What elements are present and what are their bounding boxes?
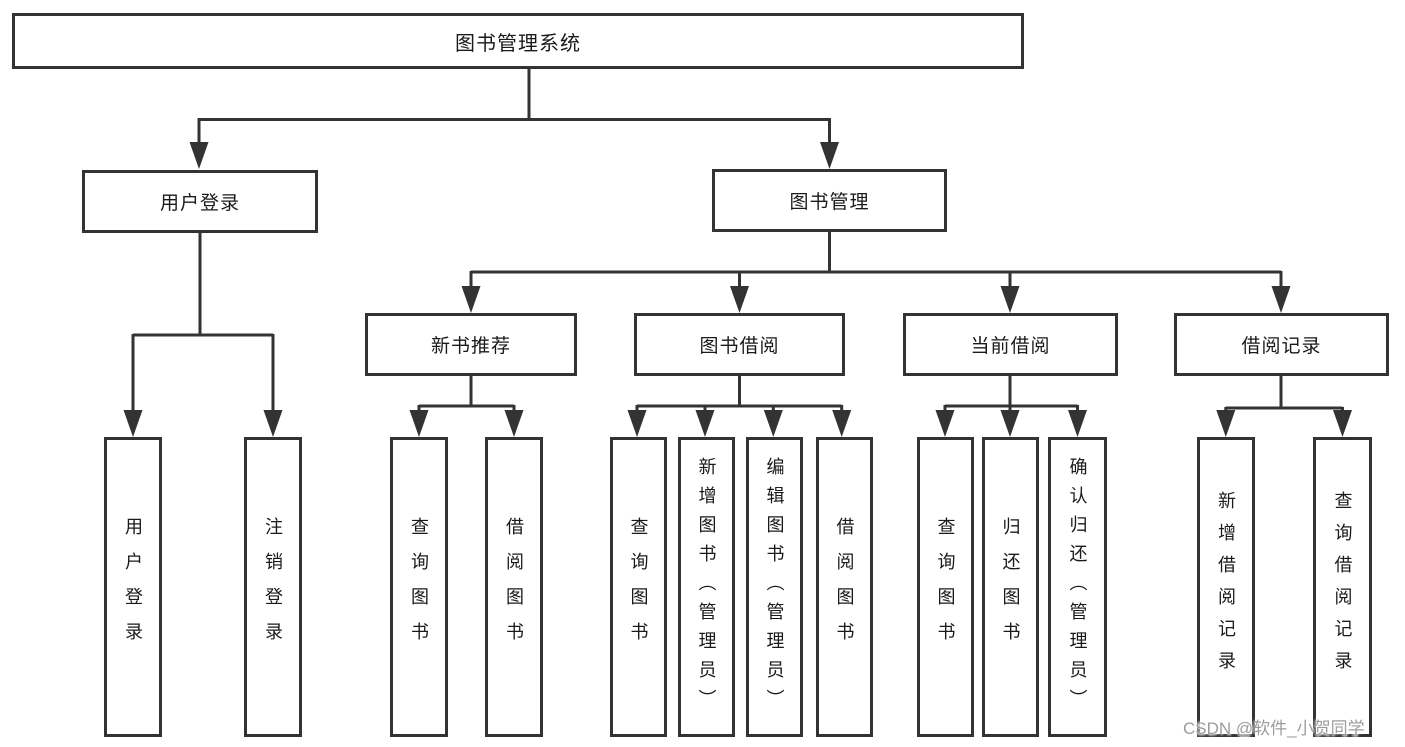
leaf-recommend-borrow-books: 借阅图书 <box>485 437 543 737</box>
arrow-icon <box>123 410 143 437</box>
connector-borrow <box>635 375 844 417</box>
leaf-records-add-record: 新增借阅记录 <box>1197 437 1255 737</box>
leaf-label: 归还图书 <box>1000 517 1021 657</box>
arrow-icon <box>461 286 481 313</box>
leaf-label: 新增图书（管理员） <box>696 456 717 718</box>
leaf-borrow-add-books-admin: 新增图书（管理员） <box>678 437 735 737</box>
node-label: 图书管理 <box>789 192 870 213</box>
arrow-icon <box>1068 410 1087 437</box>
connector-book-management <box>469 231 1283 291</box>
watermark-text: CSDN @软件_小贺同学 <box>1183 719 1365 738</box>
node-user-login: 用户登录 <box>82 170 318 233</box>
leaf-label: 确认归还（管理员） <box>1067 456 1088 718</box>
leaf-user-login: 用户登录 <box>104 437 162 737</box>
node-label: 当前借阅 <box>970 336 1051 357</box>
leaf-borrow-edit-books-admin: 编辑图书（管理员） <box>746 437 803 737</box>
leaf-records-query-record: 查询借阅记录 <box>1313 437 1372 737</box>
node-library-system: 图书管理系统 <box>12 13 1024 69</box>
leaf-current-query-books: 查询图书 <box>917 437 974 737</box>
leaf-label: 查询图书 <box>628 517 649 657</box>
leaf-current-return-books: 归还图书 <box>982 437 1039 737</box>
node-label: 图书管理系统 <box>455 32 581 55</box>
leaf-borrow-query-books: 查询图书 <box>610 437 667 737</box>
arrowheads <box>123 142 1352 437</box>
leaf-current-confirm-return-admin: 确认归还（管理员） <box>1048 437 1107 737</box>
arrow-icon <box>189 142 209 169</box>
leaf-label: 查询图书 <box>935 517 956 657</box>
arrow-icon <box>1271 286 1291 313</box>
node-book-management: 图书管理 <box>712 169 947 232</box>
node-new-book-recommend: 新书推荐 <box>365 313 577 376</box>
leaf-label: 新增借阅记录 <box>1216 491 1236 683</box>
arrow-icon <box>1000 410 1020 437</box>
leaf-recommend-query-books: 查询图书 <box>390 437 448 737</box>
arrow-icon <box>832 410 852 437</box>
connector-records <box>1224 375 1344 417</box>
leaf-label: 用户登录 <box>123 517 143 657</box>
node-current-borrow: 当前借阅 <box>903 313 1118 376</box>
node-label: 新书推荐 <box>430 336 511 357</box>
arrow-icon <box>730 286 749 313</box>
node-book-borrow: 图书借阅 <box>634 313 845 376</box>
arrow-icon <box>409 410 429 437</box>
node-borrow-records: 借阅记录 <box>1174 313 1389 376</box>
leaf-label: 注销登录 <box>263 517 283 657</box>
arrow-icon <box>627 410 647 437</box>
arrow-icon <box>763 410 783 437</box>
arrow-icon <box>1000 286 1020 313</box>
node-label: 图书借阅 <box>699 336 780 357</box>
arrow-icon <box>1216 410 1236 437</box>
leaf-label: 借阅图书 <box>834 517 855 657</box>
connector-new-book <box>417 375 516 417</box>
node-label: 用户登录 <box>159 193 240 214</box>
leaf-label: 查询借阅记录 <box>1332 491 1353 683</box>
arrow-icon <box>1333 410 1352 437</box>
node-label: 借阅记录 <box>1241 336 1322 357</box>
leaf-label: 查询图书 <box>409 517 429 657</box>
leaf-label: 编辑图书（管理员） <box>764 456 785 718</box>
connector-user-login <box>131 232 275 417</box>
leaf-logout: 注销登录 <box>244 437 302 737</box>
arrow-icon <box>695 410 715 437</box>
connector-root <box>197 69 831 147</box>
arrow-icon <box>820 142 839 169</box>
arrow-icon <box>263 410 283 437</box>
arrow-icon <box>504 410 524 437</box>
leaf-borrow-borrow-books: 借阅图书 <box>816 437 873 737</box>
arrow-icon <box>935 410 955 437</box>
leaf-label: 借阅图书 <box>504 517 524 657</box>
